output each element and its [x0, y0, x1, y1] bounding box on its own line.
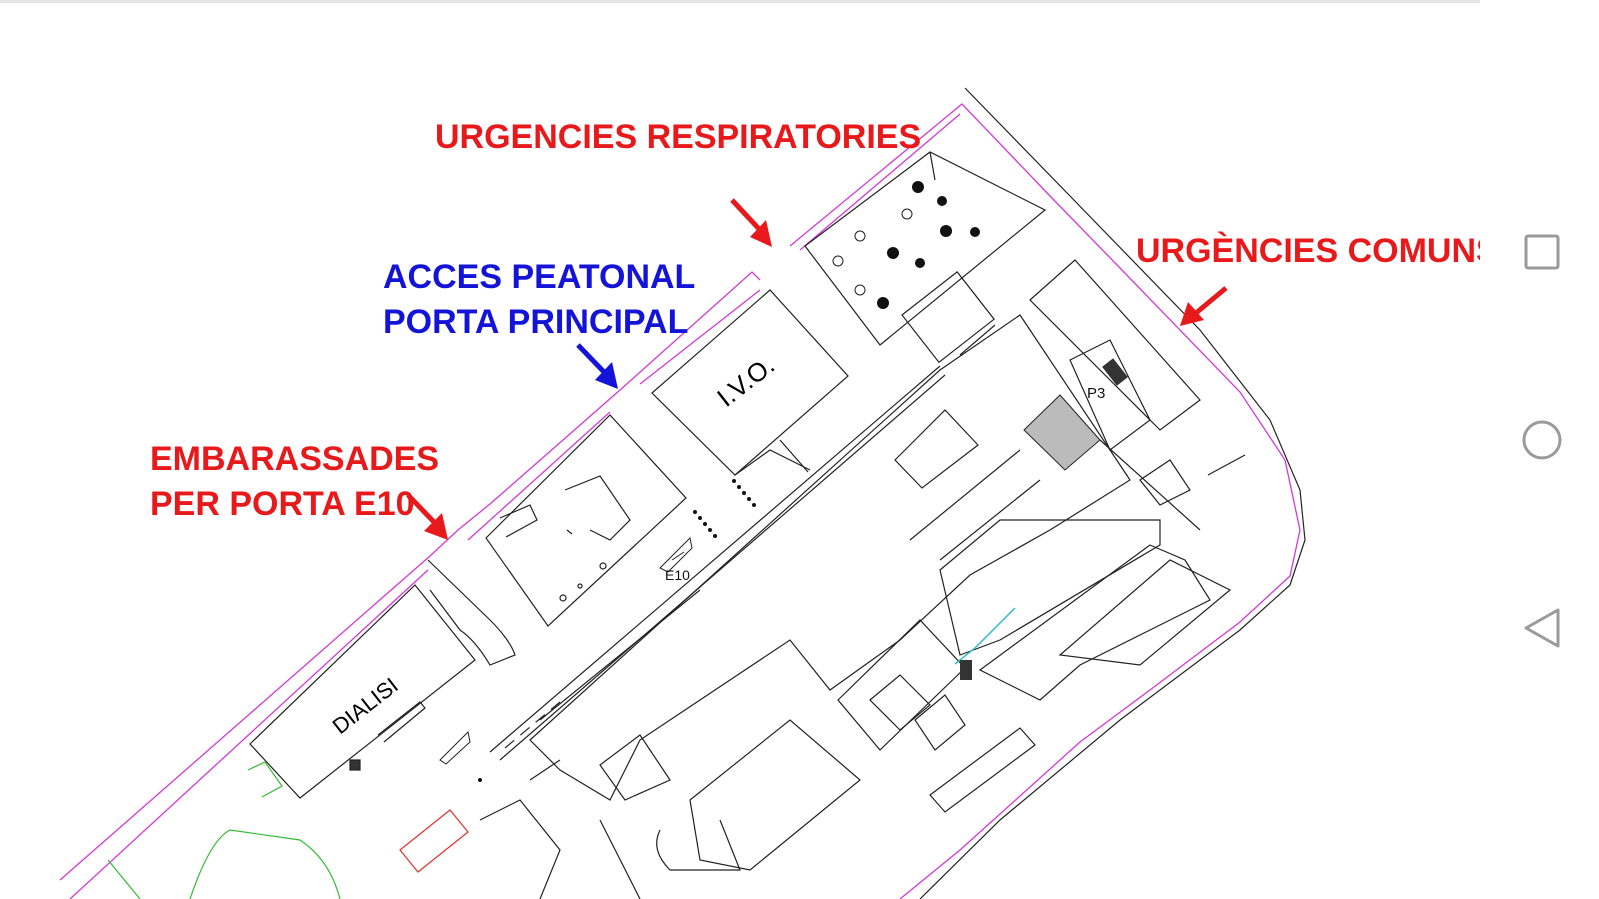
cyan-line: [954, 607, 1016, 680]
crosshatch-area: [1023, 358, 1128, 471]
parking-p3-label: P3: [1087, 385, 1105, 402]
label-pregnant-line1: EMBARASSADES: [150, 440, 439, 478]
dialysis-hatch: [439, 730, 482, 782]
circle-icon: [1522, 420, 1562, 460]
label-pedestrian-line2: PORTA PRINCIPAL: [383, 303, 688, 341]
respiratory-plaza: [804, 151, 1047, 364]
label-respiratory-emergency: URGENCIES RESPIRATORIES: [435, 118, 921, 156]
red-outline: [399, 809, 469, 873]
home-button[interactable]: [1520, 418, 1564, 462]
top-status-strip: [0, 0, 1480, 3]
arrow-respiratory: [730, 198, 772, 247]
site-boundary: [59, 103, 1301, 899]
android-navigation-bar: [1480, 0, 1599, 899]
label-common-emergency: URGÈNCIES COMUNS: [1136, 232, 1480, 270]
arrow-pedestrian: [576, 343, 618, 389]
label-pedestrian-line1: ACCES PEATONAL: [383, 258, 695, 296]
main-hospital: [479, 314, 1232, 899]
ivo-label: I.V.O.: [711, 350, 780, 413]
arrows: [406, 198, 1228, 540]
arrow-pregnant: [406, 493, 448, 540]
recent-apps-button[interactable]: [1520, 230, 1564, 274]
dotted-paths: [693, 479, 756, 538]
p3-area: [1029, 259, 1246, 531]
site-plan: I.V.O. E10 DIALISI: [59, 87, 1480, 899]
e10-building: [485, 414, 687, 627]
e10-hatch: [659, 536, 693, 573]
door-e10-label: E10: [665, 567, 690, 583]
greenery: [107, 761, 341, 899]
label-pregnant-line2: PER PORTA E10: [150, 485, 415, 523]
dialysis-building: [249, 559, 516, 799]
road-outline: [919, 87, 1306, 899]
main-road: [489, 365, 946, 781]
trees: [832, 181, 980, 309]
dialysis-label: DIALISI: [328, 673, 403, 739]
back-triangle-icon: [1524, 608, 1560, 648]
square-icon: [1524, 234, 1560, 270]
arrow-common: [1180, 286, 1228, 326]
back-button[interactable]: [1520, 606, 1564, 650]
ivo-building: [651, 289, 849, 476]
floor-plan-viewer[interactable]: I.V.O. E10 DIALISI: [0, 0, 1480, 899]
